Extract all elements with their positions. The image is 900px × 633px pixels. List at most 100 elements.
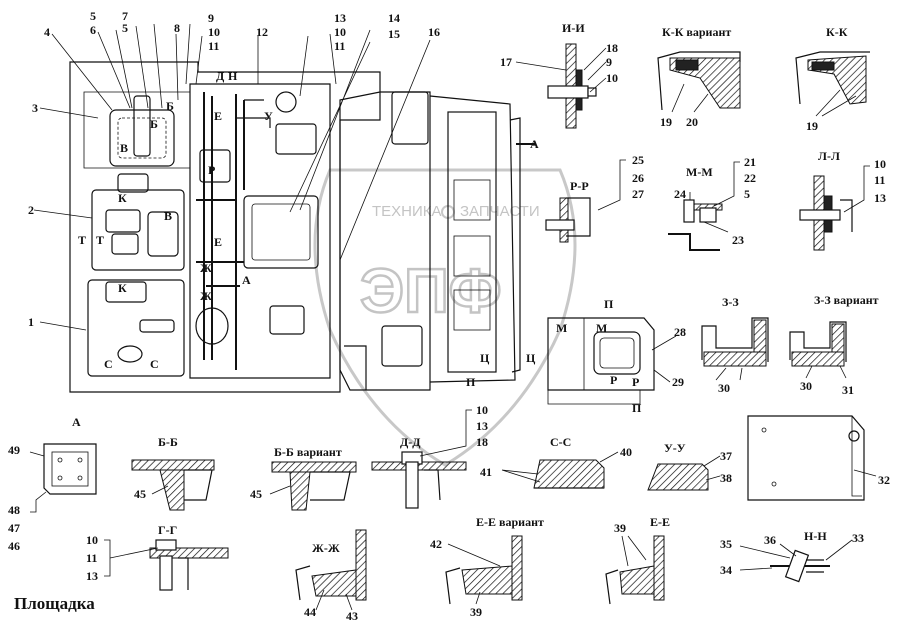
watermark-line2: ЗАПЧАСТИ xyxy=(460,203,540,220)
watermark-line1: ТЕХНИКА xyxy=(372,203,442,220)
callout-16: 16 xyxy=(428,25,440,39)
section-zhzh-callout-44: 44 xyxy=(304,605,316,619)
mark-t1: Т xyxy=(78,233,86,247)
section-zz: З-З 30 xyxy=(701,295,769,395)
view-32-callout-32: 32 xyxy=(878,473,890,487)
section-rr-callout-25: 25 xyxy=(632,153,644,167)
callout-11b: 11 xyxy=(334,39,345,53)
view-p-callout-29: 29 xyxy=(672,375,684,389)
mark-zh2: Ж xyxy=(200,289,212,303)
section-ss: С-С 40 41 xyxy=(480,435,632,489)
section-dd-callout-10: 10 xyxy=(476,403,488,417)
view-p-callout-28: 28 xyxy=(674,325,686,339)
mark-u: У xyxy=(264,109,273,123)
mark-s1: С xyxy=(104,357,113,371)
mark-k1: К xyxy=(118,191,127,205)
watermark: ТЕХНИКА ЗАПЧАСТИ ЭПФ xyxy=(313,168,577,467)
section-uu: У-У 37 38 xyxy=(647,441,732,491)
mark-r1: Р xyxy=(610,373,617,387)
callout-4: 4 xyxy=(44,25,50,39)
section-bb-label: Б-Б xyxy=(158,435,178,449)
callout-9: 9 xyxy=(208,11,214,25)
section-kk-callout-19: 19 xyxy=(806,119,818,133)
callout-5b: 5 xyxy=(122,21,128,35)
mark-a2: А xyxy=(530,137,539,151)
section-nn-callout-35: 35 xyxy=(720,537,732,551)
callout-12: 12 xyxy=(256,25,268,39)
section-dd: Д-Д 10 13 18 xyxy=(371,403,488,509)
section-gg-callout-11: 11 xyxy=(86,551,97,565)
section-zz-variant-callout-30: 30 xyxy=(800,379,812,393)
section-zz-variant-callout-31: 31 xyxy=(842,383,854,397)
section-zhzh-label: Ж-Ж xyxy=(312,541,340,555)
view-a: А 49 48 47 46 xyxy=(8,415,97,553)
section-ee-callout-39: 39 xyxy=(614,521,626,535)
section-ll-callout-10: 10 xyxy=(874,157,886,171)
section-ee-variant-label: Е-Е вариант xyxy=(476,515,544,529)
view-p: П 28 29 xyxy=(547,297,686,405)
section-zhzh-callout-43: 43 xyxy=(346,609,358,623)
section-kk-label: К-К xyxy=(826,25,848,39)
view-p-label: П xyxy=(604,297,614,311)
section-mm: М-М 21 22 5 24 23 xyxy=(668,155,756,251)
main-view: 1 2 3 4 5 6 7 5 8 9 10 11 12 13 10 11 14… xyxy=(28,9,642,415)
mark-m1: М xyxy=(556,321,567,335)
section-ee-variant-callout-39: 39 xyxy=(470,605,482,619)
section-rr-callout-26: 26 xyxy=(632,171,644,185)
section-mm-callout-23: 23 xyxy=(732,233,744,247)
mark-a: А xyxy=(242,273,251,287)
section-ii-callout-18: 18 xyxy=(606,41,618,55)
section-kk-variant: К-К вариант 19 20 xyxy=(657,25,741,129)
mark-n: Н xyxy=(228,69,238,83)
section-ss-callout-41: 41 xyxy=(480,465,492,479)
section-ll-callout-13: 13 xyxy=(874,191,886,205)
view-a-label: А xyxy=(72,415,81,429)
mark-p1: П xyxy=(466,375,476,389)
section-dd-callout-13: 13 xyxy=(476,419,488,433)
section-mm-callout-5: 5 xyxy=(744,187,750,201)
mark-k2: К xyxy=(118,281,127,295)
mark-s2: С xyxy=(150,357,159,371)
section-mm-label: М-М xyxy=(686,165,713,179)
section-uu-callout-37: 37 xyxy=(720,449,732,463)
section-ee-label: Е-Е xyxy=(650,515,670,529)
view-32: 32 xyxy=(747,415,890,501)
callout-13: 13 xyxy=(334,11,346,25)
callout-15: 15 xyxy=(388,27,400,41)
section-ii-callout-10: 10 xyxy=(606,71,618,85)
callout-11: 11 xyxy=(208,39,219,53)
section-ii-callout-9: 9 xyxy=(606,55,612,69)
section-kk-variant-callout-19: 19 xyxy=(660,115,672,129)
view-a-callout-48: 48 xyxy=(8,503,20,517)
section-ll-label: Л-Л xyxy=(818,149,840,163)
section-nn-callout-36: 36 xyxy=(764,533,776,547)
mark-zh1: Ж xyxy=(200,261,212,275)
section-kk: К-К 19 xyxy=(795,25,870,133)
section-mm-callout-24: 24 xyxy=(674,187,686,201)
callout-6: 6 xyxy=(90,23,96,37)
section-zz-variant: З-З вариант 30 31 xyxy=(789,293,879,397)
section-gg-label: Г-Г xyxy=(158,523,177,537)
callout-8: 8 xyxy=(174,21,180,35)
mark-t2: Т xyxy=(96,233,104,247)
mark-e1: Е xyxy=(214,109,222,123)
section-dd-callout-18: 18 xyxy=(476,435,488,449)
section-mm-callout-22: 22 xyxy=(744,171,756,185)
section-nn: Н-Н 35 36 33 34 xyxy=(720,529,864,583)
section-dd-label: Д-Д xyxy=(400,435,421,449)
mark-ts1: Ц xyxy=(480,351,490,365)
section-mm-callout-21: 21 xyxy=(744,155,756,169)
section-ii: И-И 17 18 9 10 xyxy=(500,21,618,129)
mark-ts2: Ц xyxy=(526,351,536,365)
section-uu-label: У-У xyxy=(664,441,686,455)
section-kk-variant-label: К-К вариант xyxy=(662,25,731,39)
section-gg-callout-10: 10 xyxy=(86,533,98,547)
section-ll-callout-11: 11 xyxy=(874,173,885,187)
callout-3: 3 xyxy=(32,101,38,115)
section-ss-label: С-С xyxy=(550,435,571,449)
callout-10: 10 xyxy=(208,25,220,39)
section-zhzh: Ж-Ж 44 43 xyxy=(295,529,367,623)
section-bb-callout-45: 45 xyxy=(134,487,146,501)
section-ii-label: И-И xyxy=(562,21,585,35)
